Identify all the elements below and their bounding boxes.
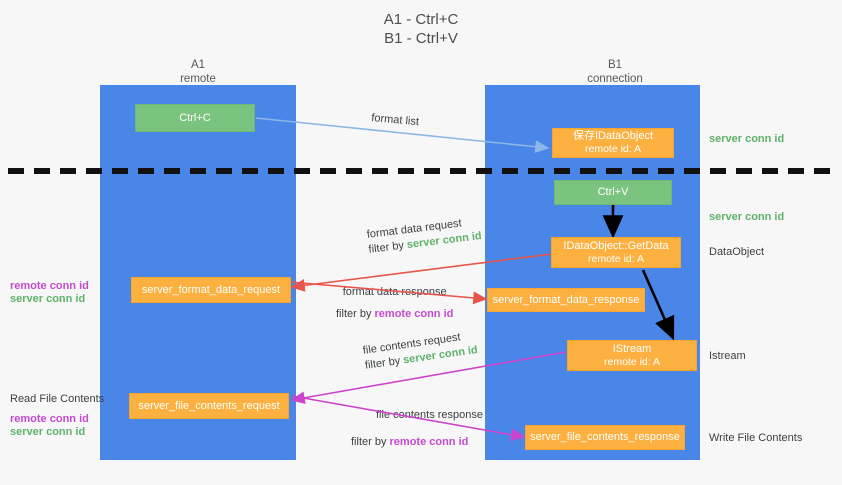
box-getdata-line2: remote id: A <box>587 252 645 265</box>
box-server-format-data-response-label: server_format_data_response <box>492 293 640 306</box>
left-label-read-file-contents: Read File Contents <box>10 393 105 405</box>
box-save-idataobject-line1: 保存IDataObject <box>572 130 654 142</box>
left-label-server-conn-id-1: server conn id <box>10 293 86 305</box>
edge-label-format-data-response-filter: filter by remote conn id <box>336 307 453 322</box>
box-server-format-data-request[interactable]: server_format_data_request <box>131 277 291 303</box>
edge-label-format-list: format list <box>371 111 420 130</box>
box-ctrl-c[interactable]: Ctrl+C <box>135 104 255 132</box>
box-save-idataobject-line2: remote id: A <box>584 143 642 155</box>
column-a1-role: remote <box>180 73 216 85</box>
box-server-format-data-response[interactable]: server_format_data_response <box>487 288 645 312</box>
box-server-file-contents-response-label: server_file_contents_response <box>530 431 680 443</box>
left-label-remote-conn-id-1: remote conn id <box>10 280 89 292</box>
box-ctrl-c-label: Ctrl+C <box>179 111 211 124</box>
right-label-server-conn-id-mid: server conn id <box>709 211 785 223</box>
edge-label-file-contents-response: file contents response filter by remote … <box>351 408 484 450</box>
filter-prefix: filter by <box>367 239 408 256</box>
filter-prefix: filter by <box>364 354 405 372</box>
right-label-server-conn-id-top: server conn id <box>709 133 785 145</box>
column-header-b1: B1 connection <box>535 58 695 86</box>
edge-label-file-contents-response-text: file contents response <box>376 409 484 421</box>
edge-label-file-contents-request: file contents request filter by server c… <box>362 328 479 374</box>
edge-label-format-data-request: format data request filter by server con… <box>366 214 483 258</box>
title-line-2: B1 - Ctrl+V <box>384 30 458 47</box>
box-istream[interactable]: IStream remote id: A <box>567 340 697 371</box>
column-a1-name: A1 <box>190 59 206 71</box>
filter-prefix: filter by <box>336 308 375 320</box>
left-label-server-conn-id-2: server conn id <box>10 426 86 438</box>
page-title: A1 - Ctrl+C B1 - Ctrl+V <box>0 10 842 48</box>
title-line-1: A1 - Ctrl+C <box>383 11 459 28</box>
box-server-file-contents-request[interactable]: server_file_contents_request <box>129 393 289 419</box>
box-server-format-data-request-label: server_format_data_request <box>141 283 281 296</box>
right-label-write-file-contents: Write File Contents <box>709 432 803 444</box>
edge-label-file-contents-response-filter: filter by remote conn id <box>351 435 483 450</box>
right-label-dataobject: DataObject <box>709 246 765 258</box>
edge-label-format-data-response-text: format data response <box>342 286 447 298</box>
box-istream-line2: remote id: A <box>603 355 661 368</box>
box-istream-line1: IStream <box>612 342 652 355</box>
filter-value-remote-conn-id: remote conn id <box>389 436 469 448</box>
box-server-file-contents-request-label: server_file_contents_request <box>138 399 280 412</box>
box-server-file-contents-response[interactable]: server_file_contents_response <box>525 425 685 450</box>
column-b1-role: connection <box>587 73 643 85</box>
box-ctrl-v[interactable]: Ctrl+V <box>554 180 672 205</box>
filter-value-remote-conn-id: remote conn id <box>374 308 454 320</box>
left-label-remote-conn-id-2: remote conn id <box>10 413 89 425</box>
edge-label-format-list-text: format list <box>370 111 420 129</box>
box-save-idataobject[interactable]: 保存IDataObject remote id: A <box>552 128 674 158</box>
box-getdata-line1: IDataObject::GetData <box>563 239 669 252</box>
box-ctrl-v-label: Ctrl+V <box>597 186 629 198</box>
box-getdata[interactable]: IDataObject::GetData remote id: A <box>551 237 681 268</box>
edge-label-format-data-response: format data response filter by remote co… <box>336 285 453 322</box>
column-b1-name: B1 <box>607 59 623 71</box>
filter-prefix: filter by <box>351 436 390 448</box>
column-header-a1: A1 remote <box>118 58 278 86</box>
phase-divider <box>8 168 834 174</box>
right-label-istream: Istream <box>709 350 746 362</box>
